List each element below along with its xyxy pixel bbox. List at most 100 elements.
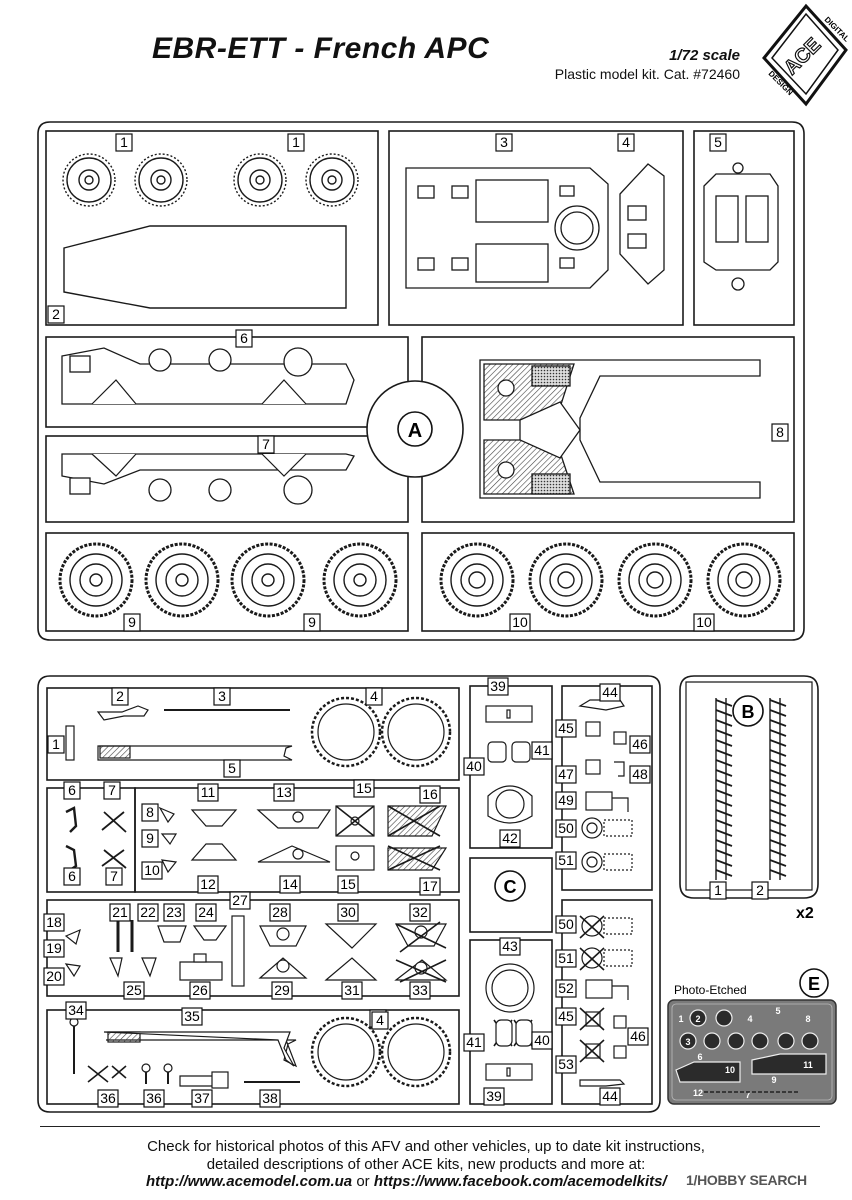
sprue-c-part-number-36: 36 <box>100 1090 116 1106</box>
sprue-c-part-number-box <box>499 829 521 848</box>
sprue-c-part-number-49: 49 <box>558 792 574 808</box>
sprue-c-part-number-box <box>269 903 291 922</box>
sprue-c-part-number-40: 40 <box>534 1032 550 1048</box>
part-c1 <box>65 725 75 761</box>
sprue-c-part-number-box <box>141 803 159 822</box>
svg-text:C: C <box>504 877 517 897</box>
svg-text:A: A <box>408 420 422 442</box>
footer-line-2: detailed descriptions of other ACE kits,… <box>206 1156 646 1173</box>
sprue-a-small-wheels <box>62 153 359 207</box>
sprue-c-part-number-12: 12 <box>200 876 216 892</box>
sprue-c-part-number-50: 50 <box>558 820 574 836</box>
kit-scale: 1/72 scale <box>669 47 740 64</box>
sprue-c-part-number-box <box>189 981 211 1000</box>
sprue-c-part-number-8: 8 <box>146 804 154 820</box>
sprue-c-part-number-41: 41 <box>534 742 550 758</box>
sprue-a-part-number-box <box>509 613 531 632</box>
sprue-c-part-number-box <box>627 1027 649 1046</box>
sprue-c-part-number-7: 7 <box>110 868 118 884</box>
sprue-a-part-number-6: 6 <box>240 330 248 346</box>
sprue-c-part-number-box <box>137 903 159 922</box>
sprue-c-part-number-box <box>63 867 81 886</box>
sprue-c-part-number-box <box>141 829 159 848</box>
sprue-a-part-number-7: 7 <box>262 436 270 452</box>
sprue-c-part-number-34: 34 <box>68 1002 84 1018</box>
sprue-c-part-number-15: 15 <box>356 780 372 796</box>
sprue-c-part-number-box <box>599 1087 621 1106</box>
sprue-a-part-number-5: 5 <box>714 134 722 150</box>
sprue-c-part-number-46: 46 <box>632 736 648 752</box>
sprue-c-part-number-50: 50 <box>558 916 574 932</box>
sprue-a-part-number-box <box>287 133 305 152</box>
sprue-c-part-number-45: 45 <box>558 720 574 736</box>
sprue-a-part-number-box <box>709 133 727 152</box>
sprue-c-frame <box>37 675 661 1113</box>
sprue-a-part-number-8: 8 <box>776 424 784 440</box>
sprue-c-part-number-28: 28 <box>272 904 288 920</box>
sprue-c-part-number-box <box>531 741 553 760</box>
website-link[interactable]: http://www.acemodel.com.ua <box>146 1173 353 1190</box>
sprue-c-part-number-box <box>499 937 521 956</box>
sprue-c-part-number-13: 13 <box>276 784 292 800</box>
pe-part-number-3: 3 <box>685 1037 690 1047</box>
sprue-c-part-number-box <box>109 903 131 922</box>
sprue-a-wheels-9 <box>58 542 398 618</box>
pe-part-number-8: 8 <box>805 1014 810 1024</box>
pe-part-number-9: 9 <box>771 1075 776 1085</box>
sprue-c-part-number-box <box>371 1011 389 1030</box>
part-c5 <box>97 745 293 761</box>
pe-part-number-6: 6 <box>697 1052 702 1062</box>
sprue-b-part-number-box <box>709 881 727 900</box>
footer-links: http://www.acemodel.com.ua or https://ww… <box>146 1173 667 1190</box>
sprue-c-part-number-box <box>409 903 431 922</box>
facebook-link[interactable]: https://www.facebook.com/acemodelkits/ <box>373 1173 667 1190</box>
sprue-c-part-number-30: 30 <box>340 904 356 920</box>
sprue-c-part-number-box <box>229 891 251 910</box>
sprue-c-part-number-box <box>271 981 293 1000</box>
sprue-c-part-number-53: 53 <box>558 1056 574 1072</box>
sprue-a-wheels-10 <box>439 542 782 618</box>
sprue-a-part-number-2: 2 <box>52 306 60 322</box>
catalog-number: Plastic model kit. Cat. #72460 <box>554 66 740 82</box>
sprue-c-part-number-box <box>463 1033 485 1052</box>
sprue-c-part-number-box <box>63 781 81 800</box>
sprue-c-part-number-box <box>419 785 441 804</box>
sprue-c-part-number-box <box>163 903 185 922</box>
sprue-c-part-number-23: 23 <box>166 904 182 920</box>
sprue-c-part-number-box <box>419 877 441 896</box>
sprue-a-part-number-box <box>303 613 321 632</box>
sprue-c-part-number-1: 1 <box>52 736 60 752</box>
sprue-c-part-number-box <box>555 979 577 998</box>
sprue-c-part-number-box <box>123 981 145 1000</box>
sprue-c-part-number-box <box>43 967 65 986</box>
sprue-c-part-number-51: 51 <box>558 950 574 966</box>
sprue-a-part-number-box <box>771 423 789 442</box>
sprue-c-part-number-51: 51 <box>558 852 574 868</box>
sprue-c-part-number-box <box>141 861 163 880</box>
sprue-c-part-number-48: 48 <box>632 766 648 782</box>
sprue-a-part-number-1: 1 <box>292 134 300 150</box>
sprue-c-part-number-24: 24 <box>198 904 214 920</box>
sprue-a-part-number-box <box>617 133 635 152</box>
sprue-b-part-number-box <box>751 881 769 900</box>
pe-part-number-5: 5 <box>775 1006 780 1016</box>
sprue-a-part-number-3: 3 <box>500 134 508 150</box>
sprue-c-part-number-box <box>97 1089 119 1108</box>
sprue-c-part-number-20: 20 <box>46 968 62 984</box>
sprue-c-part-number-box <box>555 765 577 784</box>
sprue-c-part-number-box <box>629 735 651 754</box>
sprue-c-part-number-15: 15 <box>340 876 356 892</box>
sprue-c-part-number-box <box>43 913 65 932</box>
pe-part-number-2: 2 <box>695 1014 700 1024</box>
kit-title: EBR-ETT - French APC <box>152 32 490 65</box>
sprue-c-part-number-31: 31 <box>344 982 360 998</box>
sprue-c-part-number-47: 47 <box>558 766 574 782</box>
sprue-b-part-number-2: 2 <box>756 882 764 898</box>
sprue-c-part-number-box <box>599 683 621 702</box>
sprue-b-frame <box>679 675 819 899</box>
sprue-c-part-number-39: 39 <box>490 678 506 694</box>
footer-divider <box>40 1126 820 1127</box>
sprue-a-part-number-1: 1 <box>120 134 128 150</box>
sprue-c-part-number-box <box>279 875 301 894</box>
ace-logo: ACE DIGITAL DESIGN <box>762 3 850 107</box>
